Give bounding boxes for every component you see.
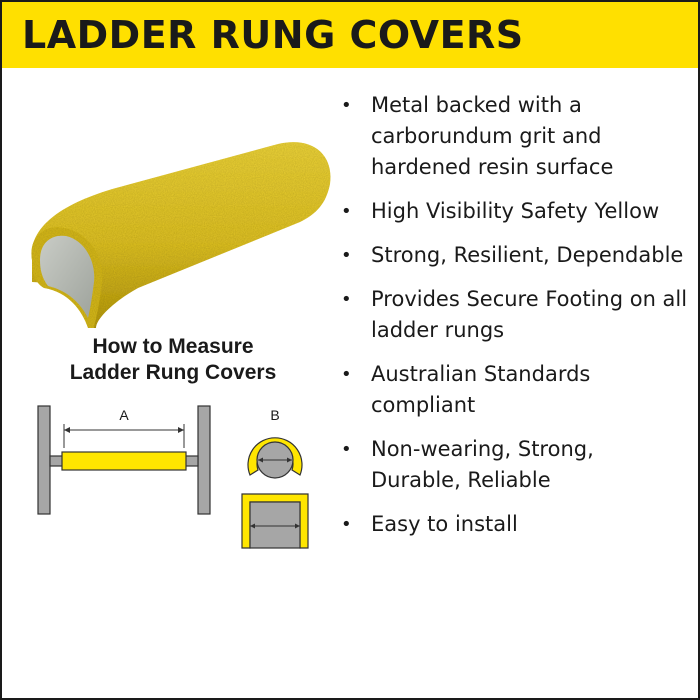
feature-text: Metal backed with a carborundum grit and… xyxy=(371,93,614,179)
title-banner: LADDER RUNG COVERS xyxy=(2,2,698,68)
bullet-icon: • xyxy=(341,514,352,535)
rung-cover-a xyxy=(61,451,187,471)
feature-text: Non-wearing, Strong, Durable, Reliable xyxy=(371,437,594,492)
left-stile xyxy=(37,405,51,515)
feature-text: Australian Standards compliant xyxy=(371,362,591,417)
rung-cover-icon xyxy=(31,142,331,328)
feature-text: Provides Secure Footing on all ladder ru… xyxy=(371,287,688,342)
measure-heading-line2: Ladder Rung Covers xyxy=(69,361,277,384)
measurement-diagram: A B xyxy=(37,405,309,549)
feature-item: • Australian Standards compliant xyxy=(338,359,688,421)
feature-list: • Metal backed with a carborundum grit an… xyxy=(338,90,688,553)
measure-heading-line1: How to Measure xyxy=(92,335,254,358)
feature-text: Easy to install xyxy=(371,512,518,536)
feature-item: • Strong, Resilient, Dependable xyxy=(338,240,688,271)
measure-heading: How to Measure Ladder Rung Covers xyxy=(42,334,304,386)
bullet-icon: • xyxy=(341,289,352,310)
bullet-icon: • xyxy=(341,245,352,266)
square-rung xyxy=(249,501,301,549)
feature-text: High Visibility Safety Yellow xyxy=(371,199,660,223)
diagram-a: A xyxy=(37,405,211,515)
bullet-icon: • xyxy=(341,364,352,385)
right-stile xyxy=(197,405,211,515)
feature-item: • Easy to install xyxy=(338,509,688,540)
bullet-icon: • xyxy=(341,439,352,460)
diagram-b: B xyxy=(241,407,309,549)
feature-item: • High Visibility Safety Yellow xyxy=(338,196,688,227)
feature-item: • Metal backed with a carborundum grit an… xyxy=(338,90,688,183)
bullet-icon: • xyxy=(341,95,352,116)
page-title: LADDER RUNG COVERS xyxy=(22,13,524,57)
feature-item: • Non-wearing, Strong, Durable, Reliable xyxy=(338,434,688,496)
feature-item: • Provides Secure Footing on all ladder r… xyxy=(338,284,688,346)
feature-text: Strong, Resilient, Dependable xyxy=(371,243,684,267)
bullet-icon: • xyxy=(341,201,352,222)
label-b: B xyxy=(270,407,279,423)
label-a: A xyxy=(119,407,129,423)
